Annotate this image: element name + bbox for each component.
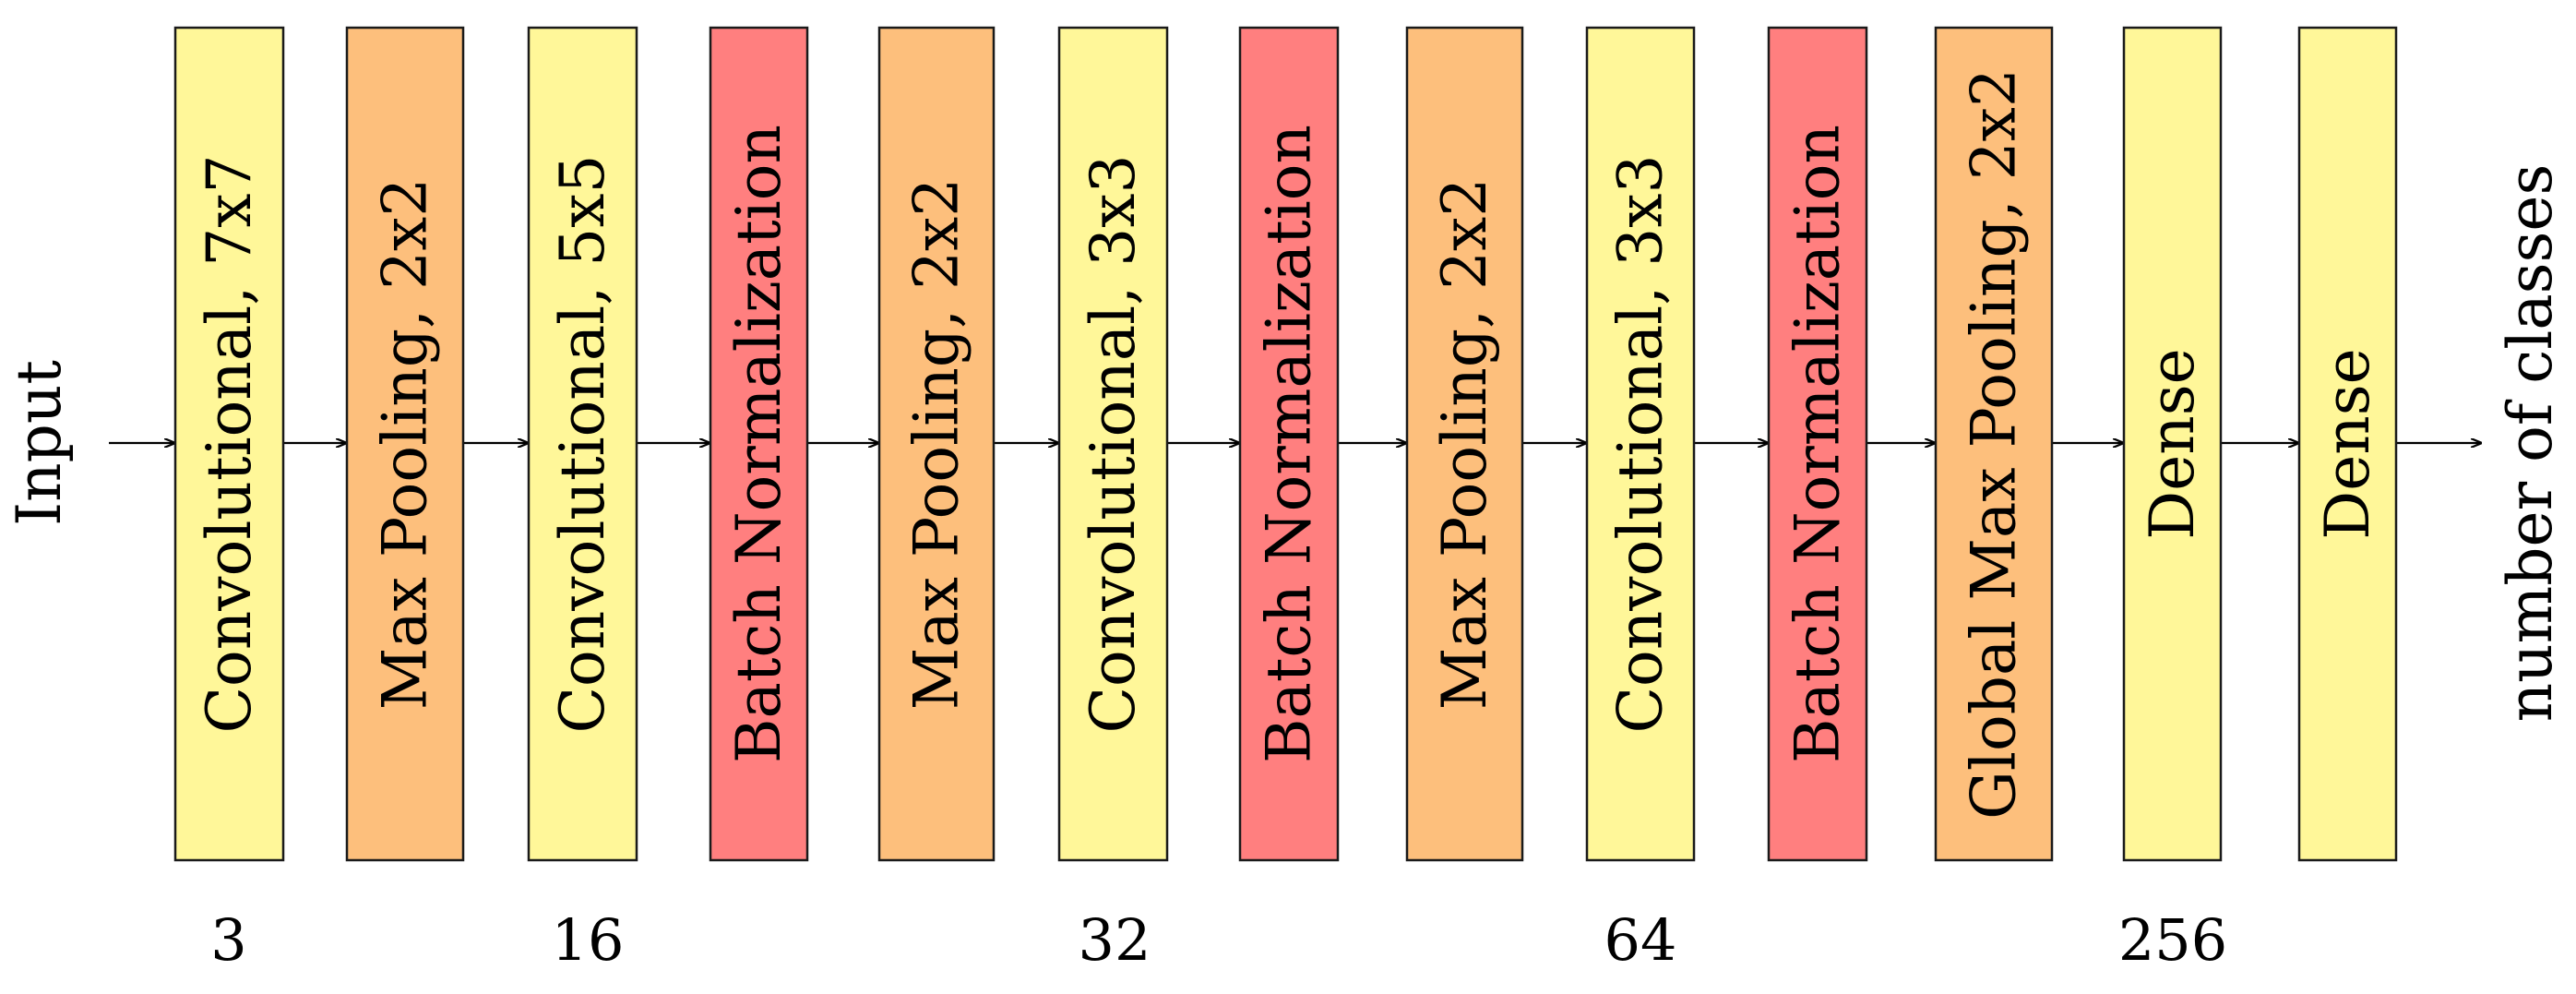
layer-label: Batch Normalization bbox=[723, 125, 794, 763]
layer-rect-conv bbox=[1057, 26, 1169, 862]
layer-rect-conv bbox=[1585, 26, 1696, 862]
layer-block: Batch Normalization bbox=[709, 26, 809, 862]
layer-label: Global Max Pooling, 2x2 bbox=[1959, 68, 2030, 820]
layer-label: Convolutional, 3x3 bbox=[1605, 155, 1676, 734]
layer-rect-norm bbox=[1767, 26, 1868, 862]
layer-label: Dense bbox=[2137, 348, 2208, 539]
layer-label: Convolutional, 3x3 bbox=[1078, 155, 1149, 734]
layer-block: Batch Normalization bbox=[1767, 26, 1868, 862]
layer-block: Batch Normalization bbox=[1238, 26, 1340, 862]
layer-label: Max Pooling, 2x2 bbox=[1429, 178, 1500, 710]
layer-block: Dense bbox=[2297, 26, 2398, 862]
layer-label: Max Pooling, 2x2 bbox=[370, 178, 441, 710]
layer-rect-dense bbox=[2297, 26, 2398, 862]
channel-count-label: 64 bbox=[1604, 906, 1677, 974]
layer-block: Max Pooling, 2x2 bbox=[1405, 26, 1524, 862]
layer-rect-norm bbox=[709, 26, 809, 862]
channel-count-label: 256 bbox=[2118, 906, 2227, 974]
layer-label: Batch Normalization bbox=[1783, 125, 1854, 763]
layer-label: Convolutional, 7x7 bbox=[194, 155, 265, 734]
layer-label: Batch Normalization bbox=[1254, 125, 1325, 763]
layer-rect-pool bbox=[877, 26, 996, 862]
channel-count-label: 32 bbox=[1079, 906, 1151, 974]
output-label: number of classes bbox=[2495, 164, 2566, 723]
layer-rect-dense bbox=[2122, 26, 2223, 862]
layer-block: Dense bbox=[2122, 26, 2223, 862]
layer-block: Convolutional, 3x3 bbox=[1585, 26, 1696, 862]
layer-block: Max Pooling, 2x2 bbox=[345, 26, 465, 862]
layer-rect-pool bbox=[1405, 26, 1524, 862]
layer-rect-conv bbox=[173, 26, 285, 862]
layer-rect-pool bbox=[1934, 26, 2054, 862]
layer-block: Max Pooling, 2x2 bbox=[877, 26, 996, 862]
layer-block: Convolutional, 5x5 bbox=[527, 26, 638, 862]
layer-blocks-group: Convolutional, 7x7 Max Pooling, 2x2 Convol… bbox=[173, 26, 2398, 862]
input-label: Input bbox=[4, 360, 75, 526]
channel-count-label: 3 bbox=[210, 906, 246, 974]
layer-rect-conv bbox=[527, 26, 638, 862]
layer-block: Convolutional, 7x7 bbox=[173, 26, 285, 862]
layer-label: Convolutional, 5x5 bbox=[547, 155, 618, 734]
channel-count-label: 16 bbox=[552, 906, 625, 974]
layer-label: Max Pooling, 2x2 bbox=[901, 178, 972, 710]
layer-block: Global Max Pooling, 2x2 bbox=[1934, 26, 2054, 862]
layer-rect-pool bbox=[345, 26, 465, 862]
layer-rect-norm bbox=[1238, 26, 1340, 862]
channel-labels-group: 3 16 32 64 256 bbox=[210, 906, 2227, 974]
layer-block: Convolutional, 3x3 bbox=[1057, 26, 1169, 862]
layer-label: Dense bbox=[2312, 348, 2383, 539]
